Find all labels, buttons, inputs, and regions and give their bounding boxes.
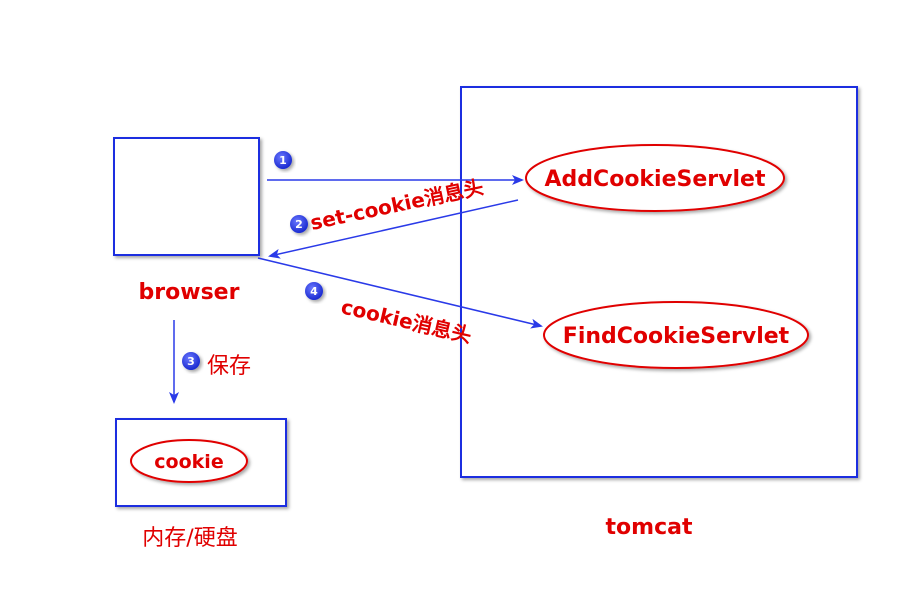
step-1-badge: 1 <box>274 151 292 169</box>
arrow-step-4 <box>257 257 543 329</box>
svg-text:4: 4 <box>310 285 318 298</box>
find-cookie-servlet-label: FindCookieServlet <box>563 324 790 349</box>
arrow-step-2 <box>268 199 519 259</box>
step-4-label: cookie消息头 <box>339 294 474 347</box>
tomcat-label: tomcat <box>606 515 693 540</box>
step-4-badge: 4 <box>305 282 323 300</box>
add-cookie-servlet-label: AddCookieServlet <box>545 167 766 192</box>
svg-text:1: 1 <box>279 154 287 167</box>
add-cookie-servlet-ellipse <box>525 144 785 212</box>
step-3-label: 保存 <box>207 354 251 379</box>
step-2-badge: 2 <box>290 215 308 233</box>
cookie-label: cookie <box>154 451 223 473</box>
browser-label: browser <box>139 280 240 305</box>
step-2-label: set-cookie消息头 <box>308 175 486 235</box>
browser-box <box>113 137 260 256</box>
cookie-ellipse <box>130 439 248 483</box>
find-cookie-servlet-ellipse <box>543 301 809 369</box>
step-3-badge: 3 <box>182 352 200 370</box>
svg-text:3: 3 <box>187 355 195 368</box>
storage-label: 内存/硬盘 <box>142 526 237 551</box>
svg-text:2: 2 <box>295 218 303 231</box>
